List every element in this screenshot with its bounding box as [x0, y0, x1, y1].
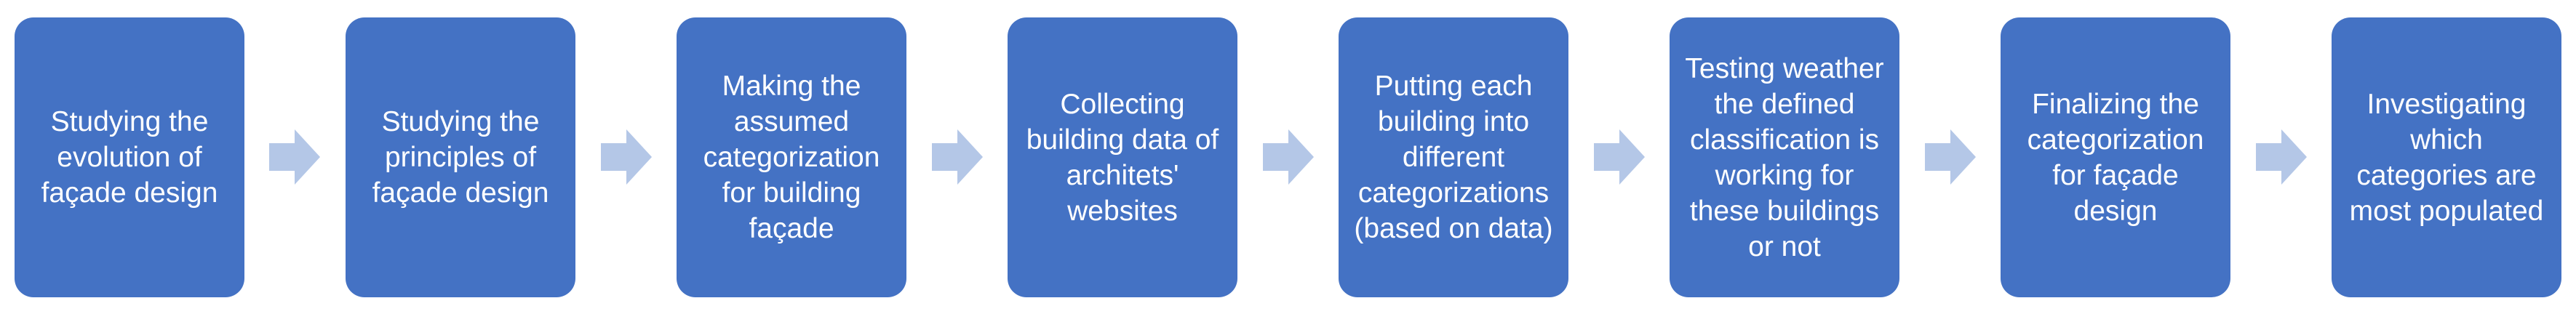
step-7-box: Finalizing the categorization for façade… [2001, 17, 2230, 297]
right-arrow-icon [932, 129, 983, 185]
step-1-label: Studying the evolution of façade design [41, 106, 218, 209]
right-arrow-icon [601, 129, 652, 185]
step-8-label: Investigating which categories are most … [2349, 88, 2544, 227]
right-arrow-icon [269, 129, 320, 185]
step-8-box: Investigating which categories are most … [2332, 17, 2561, 297]
step-4-label: Collecting building data of architets' w… [1026, 88, 1219, 227]
right-arrow-icon [1594, 129, 1645, 185]
right-arrow-icon [1263, 129, 1314, 185]
step-6-label: Testing weather the defined classificati… [1685, 52, 1884, 262]
step-5-label: Putting each building into different cat… [1354, 71, 1553, 244]
step-3-box: Making the assumed categorization for bu… [677, 17, 906, 297]
step-5-box: Putting each building into different cat… [1339, 17, 1568, 297]
right-arrow-icon [1925, 129, 1976, 185]
right-arrow-icon [2256, 129, 2307, 185]
step-4-box: Collecting building data of architets' w… [1008, 17, 1237, 297]
step-7-label: Finalizing the categorization for façade… [2027, 88, 2204, 227]
step-1-box: Studying the evolution of façade design [15, 17, 244, 297]
step-2-label: Studying the principles of façade design [372, 106, 549, 209]
step-6-box: Testing weather the defined classificati… [1670, 17, 1899, 297]
step-2-box: Studying the principles of façade design [346, 17, 575, 297]
step-3-label: Making the assumed categorization for bu… [703, 71, 880, 244]
